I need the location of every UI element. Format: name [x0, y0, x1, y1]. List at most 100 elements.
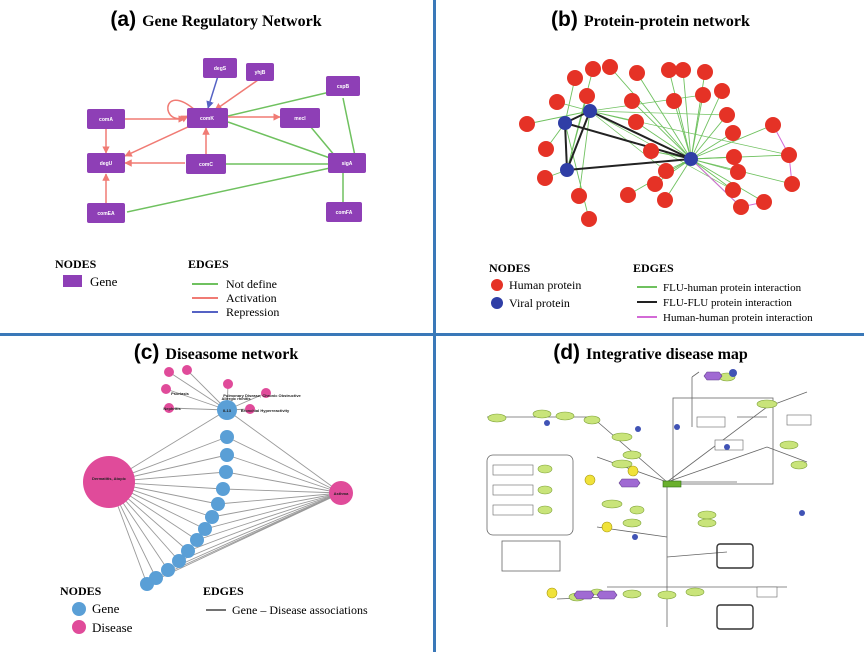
human-protein-node — [537, 170, 553, 186]
human-protein-node — [629, 65, 645, 81]
svg-text:cspB: cspB — [337, 84, 350, 90]
viral-protein-node — [684, 152, 698, 166]
flu-human-edge — [690, 90, 723, 160]
legend-b: NODES Human protein Viral protein EDGES … — [489, 261, 813, 324]
legend-disease-label-c: Disease — [92, 620, 133, 635]
human-protein-node — [658, 163, 674, 179]
flu-human-edge — [589, 94, 704, 112]
nodes-heading-a: NODES — [55, 257, 97, 271]
edge-sigA-comK — [227, 121, 331, 159]
gene-node-cspB: cspB — [326, 76, 360, 96]
species-nodes-purple — [573, 371, 723, 600]
nodes-heading-c: NODES — [60, 584, 102, 598]
human-protein-node — [675, 62, 691, 78]
gene-node — [216, 482, 230, 496]
gene-disease-edge — [178, 492, 342, 562]
svg-text:Dermatitis, Atopic: Dermatitis, Atopic — [92, 476, 127, 481]
human-protein-node — [657, 192, 673, 208]
gene-node-comEA: comEA — [87, 203, 125, 223]
diseasome-network-diagram: Dermatitis, Atopic Asthma IL13 Allergic … — [60, 365, 368, 635]
human-protein-node — [756, 194, 772, 210]
gene-disease-edge — [226, 409, 342, 494]
flu-flu-edge — [564, 122, 692, 160]
flu-flu-edge — [589, 110, 692, 160]
viral-protein-node — [558, 116, 572, 130]
top-disease-nodes: Allergic rhinitis Pulmonary Disease, Chr… — [161, 365, 302, 414]
disease-nephritis — [164, 403, 174, 413]
flu-human-edge — [636, 72, 692, 160]
complex-box-2 — [716, 604, 754, 630]
human-protein-node — [725, 125, 741, 141]
horizontal-divider — [0, 333, 864, 336]
human-protein-node — [719, 107, 735, 123]
flu-human-edge — [690, 94, 704, 160]
node-box-1 — [696, 416, 726, 428]
human-protein-node — [585, 61, 601, 77]
flu-human-edge — [564, 122, 590, 220]
disease-node-dermatitis: Dermatitis, Atopic — [83, 456, 135, 508]
gene-node-IL13: IL13 — [217, 400, 237, 420]
edge-sigA-comEA — [126, 167, 331, 213]
edge-cspB-comK — [227, 91, 331, 117]
flu-human-edge — [589, 110, 790, 156]
disease-bronchial-hyperreactivity — [245, 404, 255, 414]
vertical-divider — [433, 0, 436, 652]
flu-human-edge — [526, 110, 591, 125]
human-protein-node — [781, 147, 797, 163]
compartment-box-1 — [672, 397, 774, 485]
gene-node — [190, 533, 204, 547]
human-protein-node — [765, 117, 781, 133]
legend-not-define-label: Not define — [226, 277, 277, 291]
svg-text:comFA: comFA — [336, 210, 353, 216]
gene-node-comA: comA — [87, 109, 125, 129]
legend-gene-swatch — [63, 275, 82, 287]
flu-human-edge — [682, 69, 692, 160]
gene-disease-edge — [225, 471, 342, 494]
gene-disease-edge — [168, 371, 228, 411]
flu-human-edge — [690, 158, 734, 191]
gene-disease-edge — [211, 492, 342, 518]
gene-node — [220, 430, 234, 444]
human-protein-node — [733, 199, 749, 215]
node-box-4 — [492, 464, 534, 476]
gene-node — [220, 448, 234, 462]
flu-human-edge — [627, 158, 692, 196]
svg-text:Asthma: Asthma — [334, 491, 349, 496]
compartment-box-2 — [486, 454, 574, 536]
legend-human-protein-label: Human protein — [509, 278, 581, 292]
gene-node — [161, 563, 175, 577]
legend-repression-label: Repression — [226, 305, 279, 319]
svg-text:comC: comC — [199, 162, 213, 168]
gene-disease-edge — [204, 492, 342, 530]
human-protein-node — [726, 149, 742, 165]
svg-text:mecl: mecl — [294, 116, 306, 122]
panel-b-title-text: Protein-protein network — [583, 13, 750, 30]
gene-node — [205, 510, 219, 524]
panel-integrative-disease-map: (d)Integrative disease map — [437, 337, 864, 652]
gene-nodes: degS yhjB cspB comA comK mecl degU comC … — [87, 58, 366, 223]
human-protein-node — [661, 62, 677, 78]
nodes-heading-b: NODES — [489, 261, 531, 275]
panel-c-title-text: Diseasome network — [165, 346, 299, 363]
protein-protein-network-diagram: NODES Human protein Viral protein EDGES … — [489, 59, 813, 324]
flu-human-edge — [664, 158, 692, 201]
human-protein-node — [624, 93, 640, 109]
svg-text:degU: degU — [100, 161, 113, 167]
edges-heading-a: EDGES — [188, 257, 229, 271]
disease-allergic-rhinitis — [223, 379, 233, 389]
gene-disease-edge — [226, 454, 342, 494]
human-protein-node — [647, 176, 663, 192]
edge-yhjB-comK — [214, 79, 259, 111]
viral-protein-node — [583, 104, 597, 118]
edges-heading-c: EDGES — [203, 584, 244, 598]
svg-text:sigA: sigA — [342, 161, 353, 167]
panel-d-letter: (d) — [553, 341, 581, 364]
legend-disease-swatch-c — [72, 620, 86, 634]
viral-protein-node — [560, 163, 574, 177]
gene-node-comK: comK — [187, 108, 228, 128]
legend-association-label: Gene – Disease associations — [232, 603, 368, 617]
flu-human-edge — [578, 110, 591, 197]
human-protein-node — [602, 59, 618, 75]
node-box-7 — [756, 586, 778, 598]
human-protein-node — [567, 70, 583, 86]
